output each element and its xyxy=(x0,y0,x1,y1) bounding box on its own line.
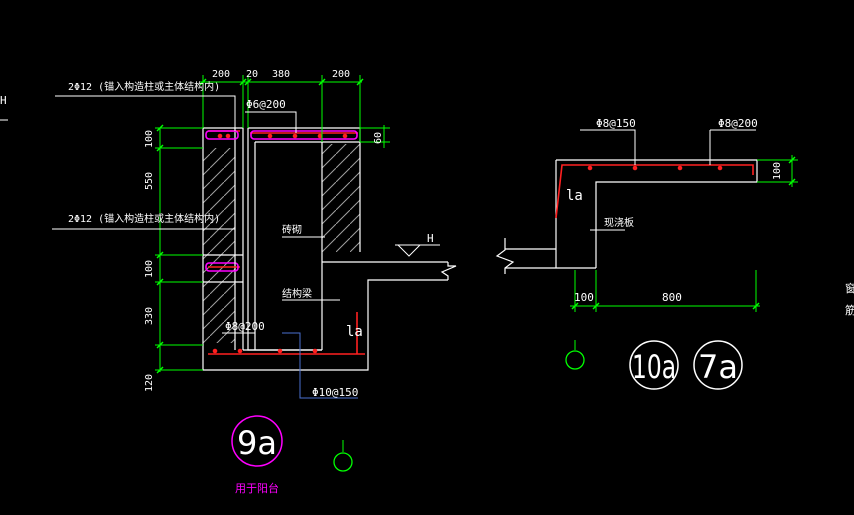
green-marker-right xyxy=(565,350,585,370)
rebar-bottom-label: Φ10@150 xyxy=(312,386,358,399)
wall-hatch-left xyxy=(203,148,235,343)
section-id-10a: 10a xyxy=(632,348,676,386)
wall-label-b: 结构梁 xyxy=(282,287,312,300)
slab-dim-left: 100 xyxy=(574,291,594,304)
slab-label: 现浇板 xyxy=(604,216,634,229)
section-id-7a: 7a xyxy=(698,348,738,386)
callout-mid: 2Φ12 (锚入构造柱或主体结构内) xyxy=(68,212,220,225)
dim-top-4: 200 xyxy=(332,69,350,80)
edge-fragment-2: 筋 xyxy=(845,303,854,317)
dim-left-5: 120 xyxy=(144,374,155,392)
section-marker-10a xyxy=(629,340,679,390)
wall-label-a: 砖砌 xyxy=(282,223,302,236)
rebar-mid-label: Φ8@200 xyxy=(225,320,265,333)
dim-left-3: 100 xyxy=(144,260,155,278)
anchor-label-right: la xyxy=(566,188,583,204)
anchor-label-left: la xyxy=(346,324,363,340)
section-marker-7a xyxy=(693,340,743,390)
rebar-stirrups xyxy=(205,130,358,272)
dimension-lines xyxy=(155,75,390,372)
leader-bottom xyxy=(282,332,358,399)
slab-rebar-left-label: Φ8@150 xyxy=(596,117,636,130)
edge-fragment-1: 窗 xyxy=(845,281,854,295)
dim-left-1: 100 xyxy=(144,130,155,148)
dim-right-top: 60 xyxy=(373,132,384,144)
left-edge-mark: H xyxy=(0,94,7,107)
left-section-9a: 200 20 380 200 100 550 100 330 120 60 2Φ… xyxy=(0,69,457,495)
section-id-9a: 9a xyxy=(237,424,277,462)
slab-dimension-lines xyxy=(570,155,798,312)
slab-rebar xyxy=(555,164,754,219)
level-mark xyxy=(395,244,440,257)
dim-left-2: 550 xyxy=(144,172,155,190)
leader-lines xyxy=(52,95,340,334)
right-section-10a: Φ8@150 Φ8@200 现浇板 la 100 100 800 10a xyxy=(495,117,798,390)
slab-thickness-dim: 100 xyxy=(772,162,783,180)
dim-left-4: 330 xyxy=(144,307,155,325)
callout-top: 2Φ12 (锚入构造柱或主体结构内) xyxy=(68,80,220,93)
dim-top-2: 20 xyxy=(246,69,258,80)
dim-top-3: 380 xyxy=(272,69,290,80)
dimension-texts: 200 20 380 200 100 550 100 330 120 60 xyxy=(144,69,384,392)
level-mark-label: H xyxy=(427,232,434,245)
slab-rebar-right-label: Φ8@200 xyxy=(718,117,758,130)
slab-outline xyxy=(495,159,758,274)
rebar-top-label: Φ6@200 xyxy=(246,98,286,111)
section-caption: 用于阳台 xyxy=(235,481,279,495)
dim-top-1: 200 xyxy=(212,69,230,80)
section-marker-9a xyxy=(231,415,283,467)
green-marker-left xyxy=(333,452,353,472)
dimension-ticks xyxy=(156,78,364,374)
wall-hatch-right xyxy=(322,144,360,252)
slab-dim-right: 800 xyxy=(662,291,682,304)
slab-leaders xyxy=(580,129,756,231)
slab-dimension-ticks xyxy=(571,156,796,310)
